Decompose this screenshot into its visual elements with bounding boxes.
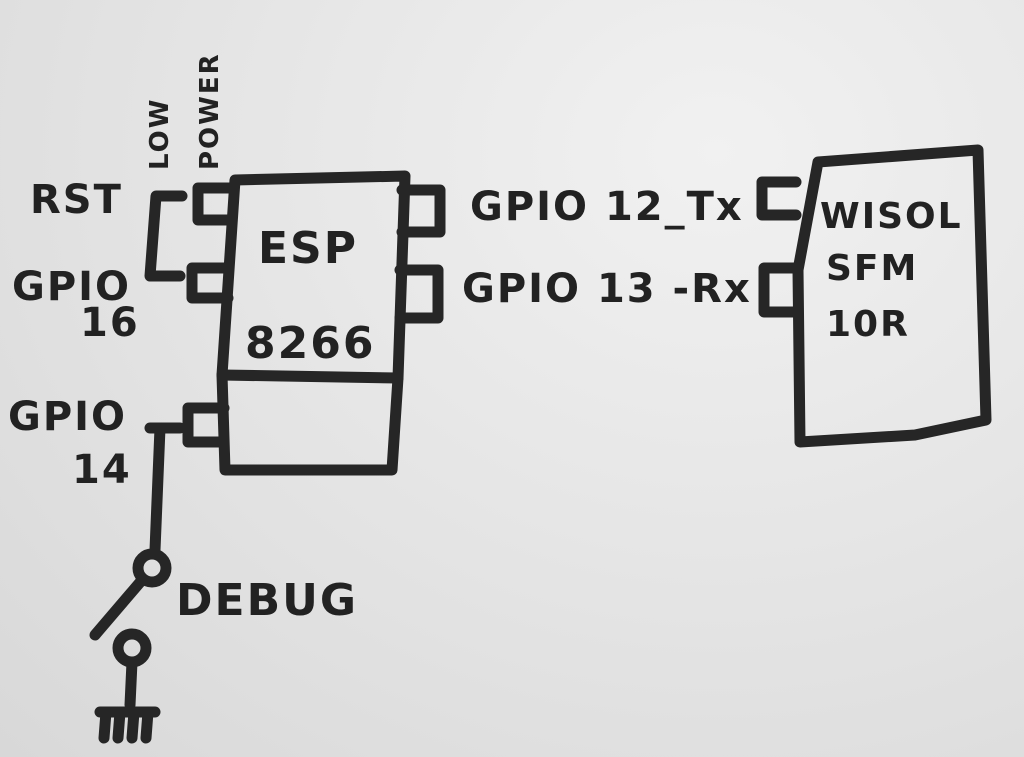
wisol-box: [792, 144, 992, 448]
vertical-label-low: LOW: [145, 98, 175, 170]
ground-wire: [124, 656, 138, 711]
pin-label-tx: GPIO 12_Tx: [470, 184, 744, 230]
esp-pin-tx: [396, 184, 446, 238]
ground-icon: [94, 706, 161, 744]
pin-label-gpio16-a: GPIO: [12, 264, 131, 310]
wisol-pin-rx: [758, 262, 802, 318]
pin-label-rx: GPIO 13 -Rx: [462, 266, 752, 312]
debug-wire: [149, 422, 166, 556]
esp-pin-gpio16: [186, 262, 234, 304]
wisol-pin-tx: [756, 176, 802, 221]
debug-switch-lever: [89, 574, 148, 641]
esp-pin-rst: [192, 182, 238, 226]
esp-label-2: 8266: [245, 318, 375, 369]
vertical-label-power: POWER: [195, 52, 225, 170]
pin-label-gpio14-b: 14: [72, 447, 132, 493]
debug-switch-top-contact: [132, 548, 172, 588]
wisol-label-1: WISOL: [820, 196, 963, 237]
pin-label-rst: RST: [30, 177, 123, 223]
wisol-label-2: SFM: [826, 248, 918, 289]
esp8266-divider: [216, 369, 404, 384]
pin-label-gpio16-b: 16: [80, 300, 140, 346]
esp-label-1: ESP: [258, 223, 358, 274]
esp-pin-rx: [394, 264, 444, 324]
rst-gpio16-jumper: [144, 190, 188, 282]
debug-label: DEBUG: [176, 575, 358, 626]
wisol-label-3: 10R: [826, 304, 910, 345]
pin-label-gpio14-a: GPIO: [8, 394, 127, 440]
esp-pin-gpio14: [182, 402, 230, 448]
